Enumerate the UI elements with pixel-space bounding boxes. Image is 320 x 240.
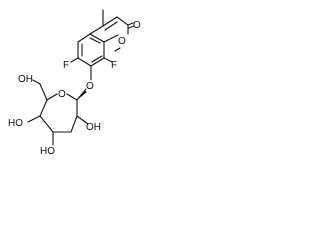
atom-label-ring-oxygen: O	[118, 36, 126, 47]
bond-o5-c5	[46, 93, 58, 101]
atom-label-hydroxyl-c3: HO	[40, 146, 55, 157]
atom-label-fluorine-left: F	[63, 60, 69, 71]
bond-c6-c7	[77, 57, 92, 67]
atom-label-sugar-ring-oxygen: O	[58, 89, 66, 100]
bond-c4a-c5	[77, 33, 91, 43]
bond-o1-c8a	[114, 47, 121, 52]
bond-c6-f	[70, 57, 79, 63]
bond-c8a-c4a	[89, 33, 105, 43]
bond-c4-o4	[27, 115, 41, 123]
atom-label-hydroxyl-c2: OH	[86, 122, 101, 133]
bond-c8a-c4a-double	[89, 37, 101, 44]
bond-c2-c1	[70, 115, 78, 133]
chemical-structure: O O F F O O OH HO HO OH	[8, 9, 141, 157]
bond-c4-c3-double	[104, 21, 118, 31]
bond-c5-c6	[39, 83, 48, 101]
bond-c8a-o1	[103, 34, 119, 43]
bond-o-c1	[76, 88, 87, 101]
bond-c4-c4a	[89, 25, 104, 35]
bond-c4-c3	[102, 16, 118, 27]
coumarin-core	[70, 9, 135, 81]
glucose-ring	[27, 79, 89, 146]
atom-label-carbonyl-oxygen: O	[133, 20, 141, 31]
bond-c2-o-carbonyl-double	[128, 25, 135, 29]
atom-label-fluorine-right: F	[111, 60, 117, 71]
bond-c7-c8	[90, 57, 105, 67]
bond-c2-o-carbonyl	[127, 22, 134, 26]
bond-c5-c4	[39, 99, 48, 117]
anomeric-wedge	[77, 91, 87, 100]
bond-c1-o5	[66, 93, 78, 101]
bond-c4-c3	[39, 115, 54, 133]
bond-c3-c2	[116, 16, 129, 26]
bond-c7-c8-double	[91, 55, 103, 63]
atom-label-hydroxymethyl: OH	[18, 74, 33, 85]
bond-c8-f	[103, 57, 113, 63]
atom-label-hydroxyl-c4: HO	[8, 118, 23, 129]
bond-c6-o6	[32, 79, 41, 85]
bond-c2-o2	[76, 115, 89, 125]
atom-label-glycosidic-oxygen: O	[86, 81, 94, 92]
